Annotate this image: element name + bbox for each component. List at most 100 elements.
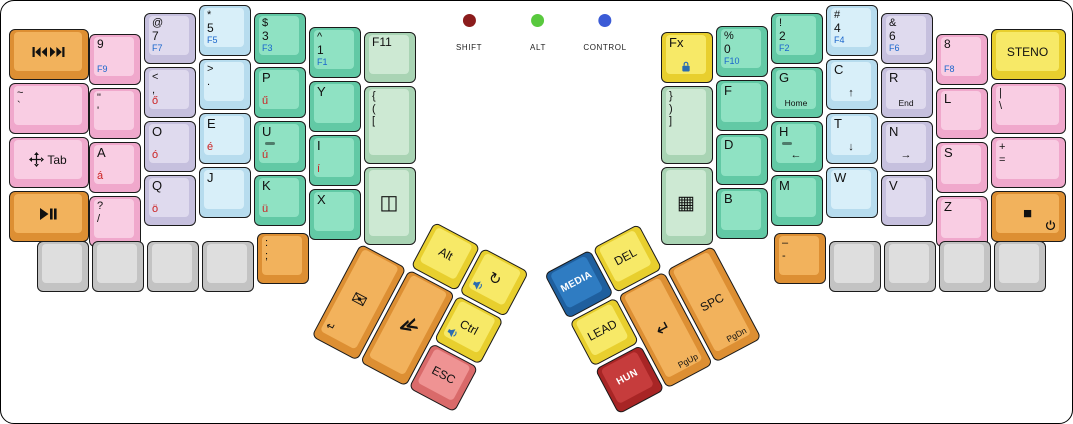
enter-icon: ↵	[651, 315, 675, 341]
key-legend: ó	[152, 149, 159, 161]
key-legend: ;	[265, 249, 269, 262]
key-legend: :	[265, 237, 269, 249]
key-w[interactable]: W	[826, 167, 878, 218]
key-7[interactable]: F7@7	[144, 13, 196, 64]
key-h[interactable]: ←H	[771, 121, 823, 172]
key-tilde-grave[interactable]: ~`	[9, 83, 89, 134]
key-legend: 7	[152, 28, 159, 43]
key-dash[interactable]: –-	[774, 233, 826, 284]
key-c[interactable]: ↑C	[826, 59, 878, 110]
key-blank-6[interactable]	[884, 241, 936, 292]
key-d[interactable]: D	[716, 134, 768, 185]
key-m[interactable]: M	[771, 175, 823, 226]
stop-icon: ■	[1022, 205, 1033, 222]
key-1[interactable]: F1^1	[309, 27, 361, 78]
key-face	[14, 32, 82, 71]
key-blank-8[interactable]	[994, 241, 1046, 292]
key-legend: N	[889, 124, 899, 139]
key-s[interactable]: S	[936, 142, 988, 193]
key-face: DEL	[598, 229, 653, 283]
key-face: Tab	[14, 140, 82, 179]
key-steno[interactable]: STENO	[991, 29, 1066, 80]
key-blank-3[interactable]	[147, 241, 199, 292]
key-3[interactable]: F3$3	[254, 13, 306, 64]
key-face: ↑C	[831, 62, 871, 101]
key-legend: M	[779, 178, 790, 193]
key-legend: Ctrl	[457, 316, 481, 338]
key-y[interactable]: Y	[309, 81, 361, 132]
key-j[interactable]: J	[199, 167, 251, 218]
key-6[interactable]: F6&6	[881, 13, 933, 64]
key-media-prev-next[interactable]	[9, 29, 89, 80]
key-brackets-close[interactable]: })]	[661, 86, 713, 164]
key-quote[interactable]: "'	[89, 88, 141, 139]
key-x[interactable]: X	[309, 189, 361, 240]
key-grid-table[interactable]: ▦	[661, 167, 713, 245]
key-play-pause[interactable]	[9, 191, 89, 242]
key-n[interactable]: →N	[881, 121, 933, 172]
key-face: F3$3	[259, 16, 299, 55]
key-z[interactable]: Z	[936, 196, 988, 247]
key-legend: A	[97, 145, 106, 160]
key-legend: ↓	[848, 141, 854, 153]
key-l[interactable]: L	[936, 88, 988, 139]
double-chevron-icon: ≪	[396, 312, 420, 338]
key-question-slash[interactable]: ?/	[89, 196, 141, 247]
key-2[interactable]: F2!2	[771, 13, 823, 64]
key-face: ←H	[776, 124, 816, 163]
key-blank-4[interactable]	[202, 241, 254, 292]
key-blank-2[interactable]	[92, 241, 144, 292]
key-v[interactable]: V	[881, 175, 933, 226]
key-face: |\	[996, 86, 1059, 125]
key-blank-5[interactable]	[829, 241, 881, 292]
key-stop-power[interactable]: ■	[991, 191, 1066, 242]
key-5[interactable]: F5*5	[199, 5, 251, 56]
key-legend: F6	[889, 43, 900, 53]
key-t[interactable]: ↓T	[826, 113, 878, 164]
key-legend: 2	[779, 28, 786, 43]
key-brackets-open[interactable]: {([	[364, 86, 416, 164]
key-period[interactable]: >.	[199, 59, 251, 110]
key-f11[interactable]: F11	[364, 32, 416, 83]
key-blank-1[interactable]	[37, 241, 89, 292]
key-legend: ő	[152, 95, 159, 107]
key-legend: =	[999, 153, 1006, 166]
key-f[interactable]: F	[716, 80, 768, 131]
key-legend: F10	[724, 56, 740, 66]
key-legend: 0	[724, 41, 731, 56]
key-face: X	[314, 192, 354, 231]
key-face: STENO	[996, 32, 1059, 71]
key-0[interactable]: F10%0	[716, 26, 768, 77]
key-comma[interactable]: ő<,	[144, 67, 196, 118]
key-ctrl[interactable]: Ctrl	[433, 295, 504, 365]
key-blank-7[interactable]	[939, 241, 991, 292]
key-plus-equals[interactable]: +=	[991, 137, 1066, 188]
key-redo-volume[interactable]: ↻	[459, 247, 530, 318]
key-fx[interactable]: Fx	[661, 32, 713, 83]
key-4[interactable]: F4#4	[826, 5, 878, 56]
key-window-split[interactable]: ◫	[364, 167, 416, 245]
key-legend: P	[262, 70, 271, 85]
key-face: LEAD	[575, 303, 629, 357]
key-legend: <	[152, 71, 159, 83]
control-indicator: CONTROL	[583, 14, 626, 52]
key-pipe-backslash[interactable]: |\	[991, 83, 1066, 134]
key-legend: /	[97, 212, 101, 225]
key-tab[interactable]: Tab	[9, 137, 89, 188]
key-b[interactable]: B	[716, 188, 768, 239]
key-colon-semicolon[interactable]: :;	[257, 233, 309, 284]
